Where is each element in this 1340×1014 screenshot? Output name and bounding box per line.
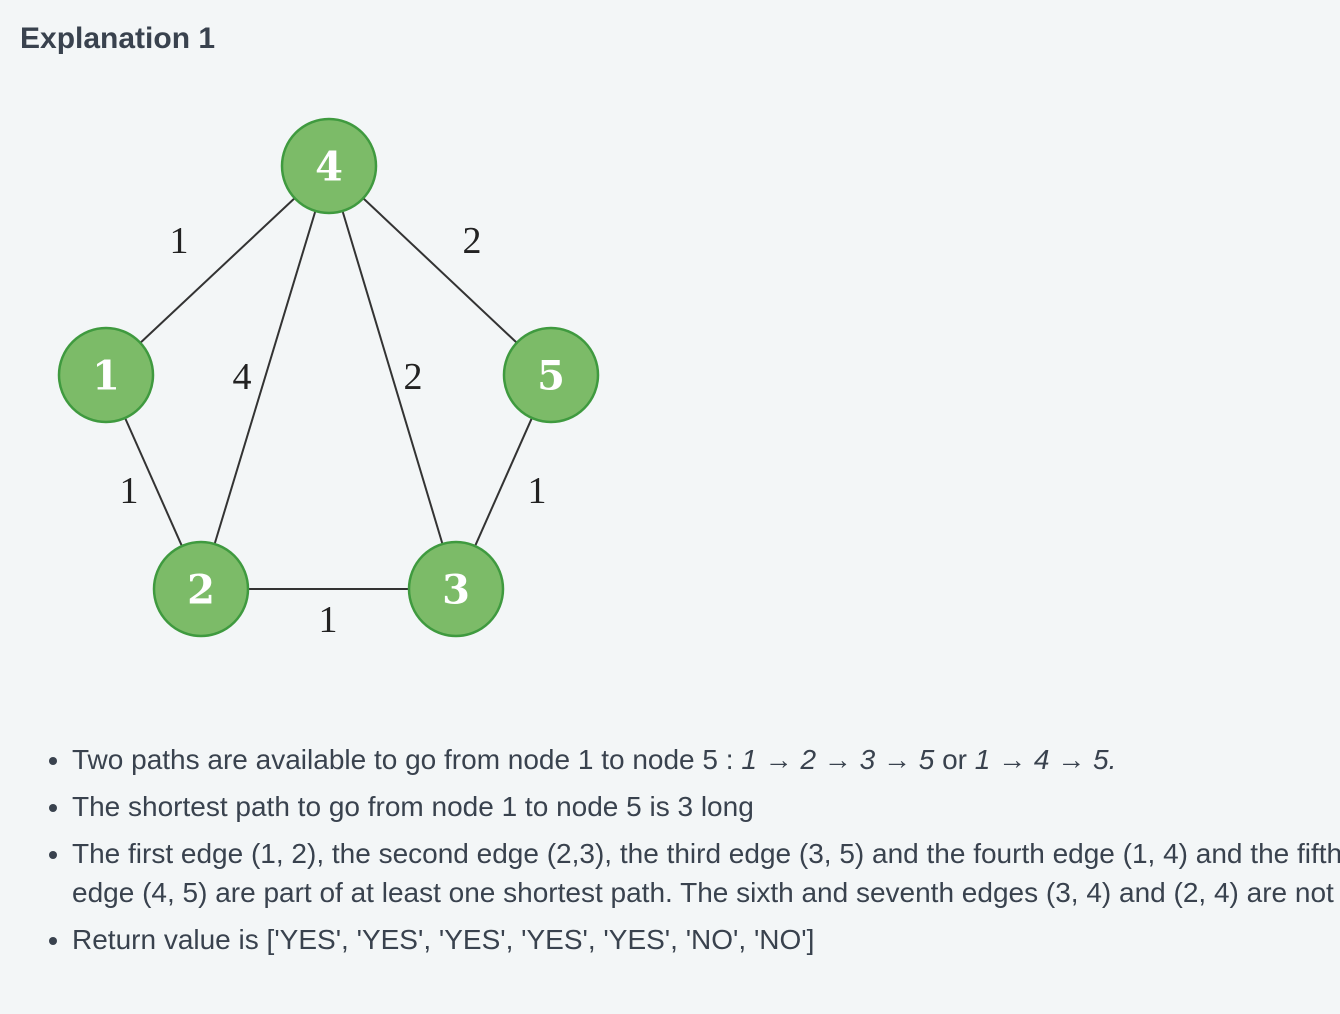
node-2: 2 bbox=[152, 540, 250, 638]
bullet-text: Return value is ['YES', 'YES', 'YES', 'Y… bbox=[72, 924, 815, 955]
edge-4-3 bbox=[341, 210, 444, 545]
list-item: Return value is ['YES', 'YES', 'YES', 'Y… bbox=[72, 920, 1340, 959]
edge-weight-4-3: 2 bbox=[404, 356, 423, 398]
node-circle bbox=[280, 117, 378, 215]
or-text: or bbox=[934, 744, 975, 775]
nodes-layer: 1 2 3 4 5 bbox=[57, 117, 600, 638]
node-label: 2 bbox=[187, 567, 215, 614]
node-1: 1 bbox=[57, 326, 155, 424]
edge-weight-1-2: 1 bbox=[120, 470, 139, 512]
bullet-text: Two paths are available to go from node … bbox=[72, 744, 742, 775]
path-2: 1 → 4 → 5. bbox=[974, 744, 1117, 775]
edge-4-2 bbox=[213, 210, 317, 545]
edge-weight-4-2: 4 bbox=[233, 356, 252, 398]
node-label: 5 bbox=[537, 353, 565, 400]
edges-layer bbox=[124, 197, 533, 590]
edge-1-4 bbox=[139, 197, 296, 344]
node-5: 5 bbox=[502, 326, 600, 424]
node-circle bbox=[502, 326, 600, 424]
list-item: Two paths are available to go from node … bbox=[72, 740, 1340, 779]
node-label: 4 bbox=[315, 144, 343, 191]
node-circle bbox=[407, 540, 505, 638]
node-4: 4 bbox=[280, 117, 378, 215]
edge-weight-1-4: 1 bbox=[170, 220, 189, 262]
node-label: 3 bbox=[442, 567, 470, 614]
list-item: The shortest path to go from node 1 to n… bbox=[72, 787, 1340, 826]
bullet-text: The first edge (1, 2), the second edge (… bbox=[72, 838, 1340, 908]
edge-5-3 bbox=[474, 417, 533, 547]
node-3: 3 bbox=[407, 540, 505, 638]
node-circle bbox=[57, 326, 155, 424]
graph-diagram: 1 2 4 2 1 1 1 1 2 3 4 5 bbox=[57, 117, 600, 641]
list-item: The first edge (1, 2), the second edge (… bbox=[72, 834, 1340, 912]
node-circle bbox=[152, 540, 250, 638]
edge-weight-4-5: 2 bbox=[463, 220, 482, 262]
edge-weight-5-3: 1 bbox=[528, 470, 547, 512]
weights-layer: 1 2 4 2 1 1 1 bbox=[120, 220, 547, 641]
edge-weight-2-3: 1 bbox=[319, 599, 338, 641]
edge-1-2 bbox=[124, 417, 183, 547]
page-title: Explanation 1 bbox=[20, 22, 216, 55]
edge-4-5 bbox=[362, 197, 518, 344]
path-1: 1 → 2 → 3 → 5 bbox=[741, 744, 935, 775]
explanation-list: Two paths are available to go from node … bbox=[40, 740, 1340, 967]
node-label: 1 bbox=[92, 353, 120, 400]
bullet-text: The shortest path to go from node 1 to n… bbox=[72, 791, 754, 822]
